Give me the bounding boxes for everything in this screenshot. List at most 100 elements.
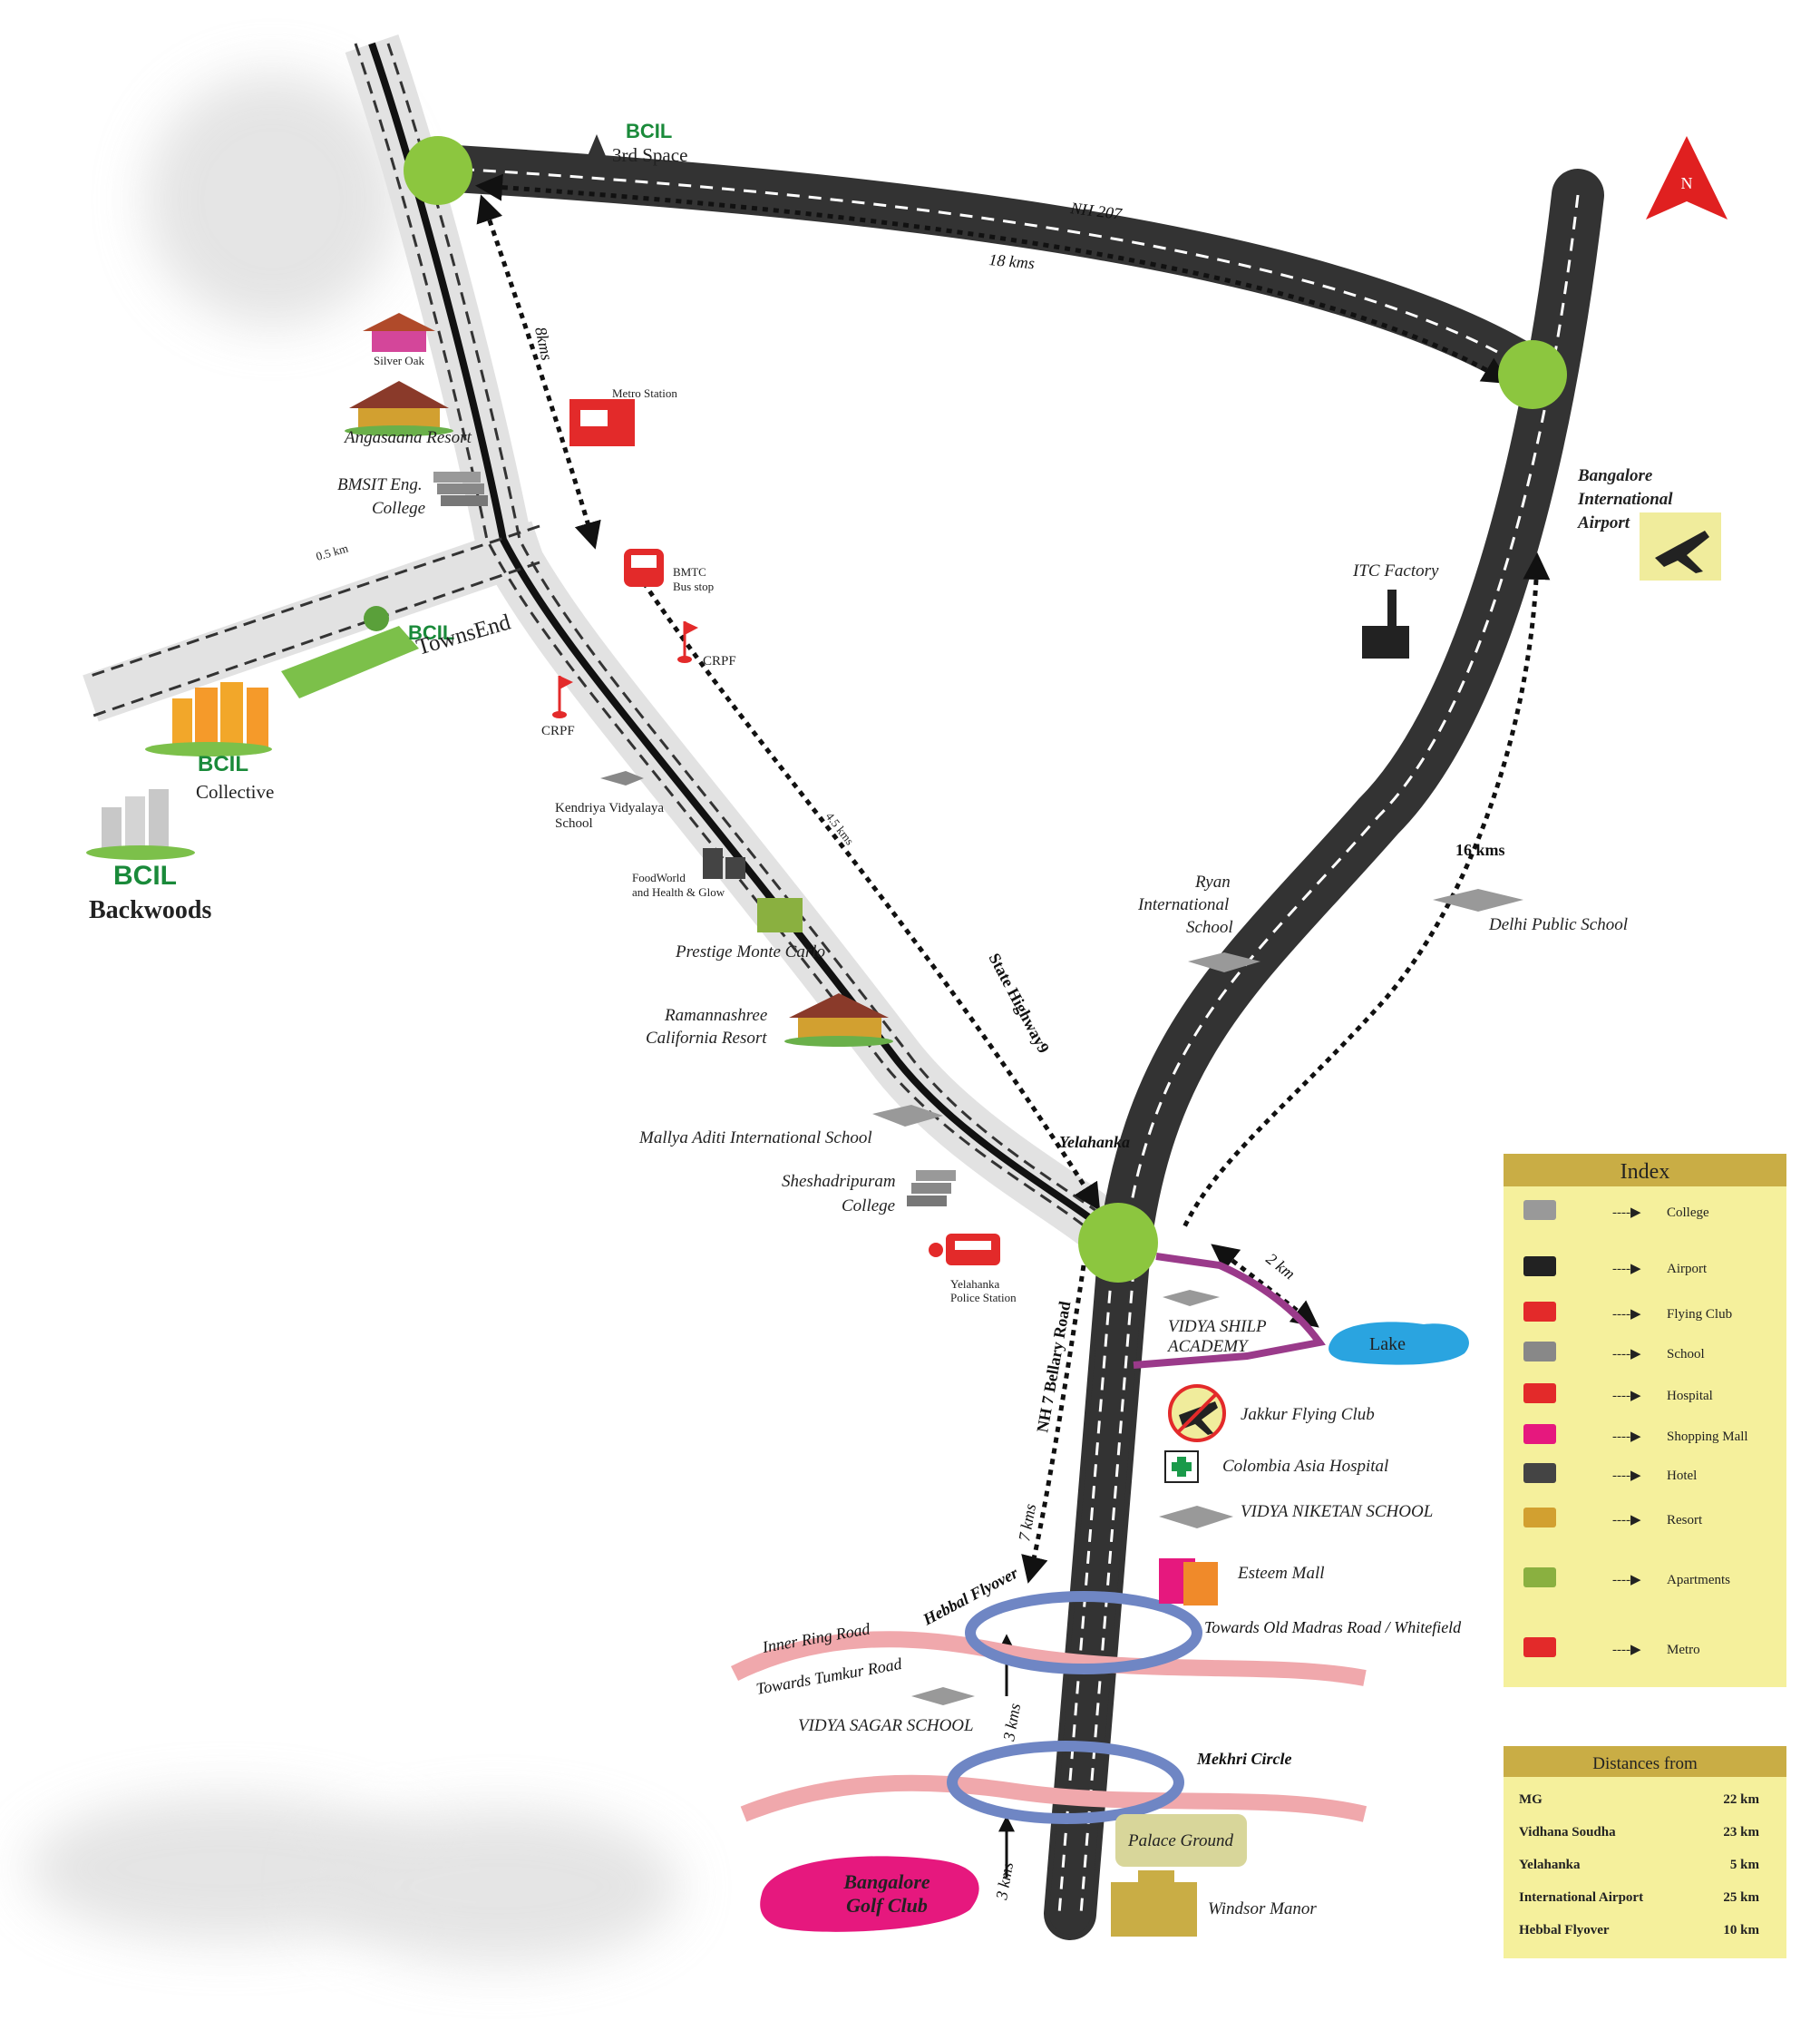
index-item: ----▶ College xyxy=(1523,1200,1709,1220)
bmtc-label-1: BMTC xyxy=(673,565,706,579)
police-station-marker: Yelahanka Police Station xyxy=(929,1234,1017,1304)
airport-icon xyxy=(1523,1256,1556,1276)
silver-oak-label: Silver Oak xyxy=(374,354,424,367)
index-item: ----▶Apartments xyxy=(1523,1567,1730,1587)
shopping-mall-icon xyxy=(1523,1424,1556,1444)
mekhri-golf-distance: 3 kms xyxy=(992,1860,1017,1901)
hotel-icon xyxy=(1111,1882,1197,1937)
index-item-label: Apartments xyxy=(1667,1573,1730,1587)
distance-value: 25 km xyxy=(1723,1890,1759,1905)
junction-north-east xyxy=(1498,340,1567,409)
ryan-label-2: International xyxy=(1137,895,1229,914)
lake-marker: Lake xyxy=(1329,1322,1469,1365)
distance-place: Hebbal Flyover xyxy=(1519,1923,1610,1937)
ryan-marker: Ryan International School xyxy=(1137,873,1260,972)
esteem-mall-label: Esteem Mall xyxy=(1237,1564,1325,1583)
tree-icon xyxy=(585,134,608,161)
index-arrow: ----▶ xyxy=(1612,1347,1641,1361)
junction-north-west xyxy=(404,136,472,205)
index-item: ----▶Flying Club xyxy=(1523,1302,1732,1322)
vidya-shilp-marker: VIDYA SHILP ACADEMY xyxy=(1163,1290,1267,1356)
index-arrow: ----▶ xyxy=(1612,1205,1641,1220)
dps-label: Delhi Public School xyxy=(1488,915,1628,934)
school-icon xyxy=(1159,1506,1233,1528)
factory-icon xyxy=(1362,626,1409,659)
index-title: Index xyxy=(1620,1160,1670,1184)
bellary-distance: 7 kms xyxy=(1015,1502,1039,1542)
townsend-label: TownsEnd xyxy=(414,610,513,659)
index-item: ----▶Hospital xyxy=(1523,1383,1713,1403)
school-icon xyxy=(1188,952,1260,972)
index-item-label: Hotel xyxy=(1667,1469,1697,1483)
distance-value: 23 km xyxy=(1723,1825,1759,1840)
index-panel: Index ----▶ College ----▶ Airport ----▶Flyin… xyxy=(1504,1154,1786,1687)
airport-label-1: Bangalore xyxy=(1577,466,1653,485)
index-item: ----▶Metro xyxy=(1523,1637,1700,1657)
kendriya-vidyalaya-marker: Kendriya Vidyalaya School xyxy=(555,771,664,831)
ramannashree-label-2: California Resort xyxy=(646,1029,767,1048)
index-item: ----▶ Airport xyxy=(1523,1256,1708,1276)
background-smudges xyxy=(27,73,680,1964)
collective-bcil-logo: BCIL xyxy=(198,752,248,776)
index-arrow: ----▶ xyxy=(1612,1513,1641,1527)
bmtc-label-2: Bus stop xyxy=(673,580,714,593)
third-space-marker: BCIL 3rd Space xyxy=(585,120,687,166)
index-arrow: ----▶ xyxy=(1612,1262,1641,1276)
jakkur-marker: Jakkur Flying Club xyxy=(1168,1384,1375,1442)
school-icon xyxy=(872,1105,943,1127)
index-item-label: Airport xyxy=(1667,1262,1708,1276)
index-item: ----▶ Hotel xyxy=(1523,1463,1697,1483)
junction-yelahanka xyxy=(1078,1203,1158,1283)
school-icon xyxy=(600,771,644,786)
itc-label: ITC Factory xyxy=(1352,561,1439,581)
flag-icon xyxy=(685,621,698,635)
vidya-shilp-loop xyxy=(1133,1253,1326,1369)
distance-place: International Airport xyxy=(1519,1890,1643,1905)
index-arrow: ----▶ xyxy=(1612,1469,1641,1483)
sheshadripuram-marker: Sheshadripuram College xyxy=(782,1170,956,1215)
resort-icon xyxy=(1523,1508,1556,1527)
distance-row: International Airport 25 km xyxy=(1519,1890,1759,1905)
index-arrow: ----▶ xyxy=(1612,1643,1641,1657)
airport-label-2: International xyxy=(1577,490,1673,509)
index-item: ----▶Shopping Mall xyxy=(1523,1424,1748,1444)
vidya-shilp-label-1: VIDYA SHILP xyxy=(1168,1317,1267,1336)
light-roads xyxy=(83,34,1146,1267)
collective-marker: BCIL Collective xyxy=(145,682,274,803)
vidya-shilp-label-2: ACADEMY xyxy=(1166,1337,1250,1356)
bmsit-label-1: BMSIT Eng. xyxy=(337,475,423,494)
kv-label-2: School xyxy=(555,816,593,831)
vidya-niketan-marker: VIDYA NIKETAN SCHOOL xyxy=(1159,1502,1433,1528)
school-icon xyxy=(1433,889,1523,912)
golf-club-label-1: Bangalore xyxy=(842,1870,930,1893)
prestige-label: Prestige Monte Carlo xyxy=(675,942,825,961)
vidya-niketan-label: VIDYA NIKETAN SCHOOL xyxy=(1241,1502,1433,1521)
index-items: ----▶ College ----▶ Airport ----▶Flying Club… xyxy=(1523,1200,1748,1657)
mekhri-circle-label: Mekhri Circle xyxy=(1196,1750,1292,1768)
index-item-label: Resort xyxy=(1667,1513,1703,1527)
index-arrow: ----▶ xyxy=(1612,1430,1641,1444)
airport-marker: Bangalore International Airport xyxy=(1577,466,1721,581)
windsor-manor-label: Windsor Manor xyxy=(1208,1899,1317,1918)
apartments-icon xyxy=(102,807,122,853)
compass-north-icon: N xyxy=(1646,136,1728,220)
dps-marker: Delhi Public School xyxy=(1433,889,1628,934)
palace-ground-label: Palace Ground xyxy=(1127,1831,1233,1850)
angasaana-label: Angasaana Resort xyxy=(343,428,472,447)
distance-arrows xyxy=(475,173,1551,1584)
collective-label: Collective xyxy=(196,781,274,803)
index-item-label: College xyxy=(1667,1205,1709,1220)
foodworld-label-1: FoodWorld xyxy=(632,871,686,884)
windsor-manor-marker: Windsor Manor xyxy=(1111,1870,1317,1937)
colombia-asia-marker: Colombia Asia Hospital xyxy=(1164,1450,1388,1483)
metro-station-label: Metro Station xyxy=(612,386,677,400)
apartments-icon xyxy=(1523,1567,1556,1587)
foodworld-label-2: and Health & Glow xyxy=(632,885,725,899)
airport-label-3: Airport xyxy=(1577,513,1630,532)
hospital-icon xyxy=(1523,1383,1556,1403)
index-arrow: ----▶ xyxy=(1612,1389,1641,1403)
bcil-logo: BCIL xyxy=(626,120,672,142)
hebbal-mekhri-distance: 3 kms xyxy=(999,1702,1024,1742)
palace-ground-marker: Palace Ground xyxy=(1115,1814,1247,1867)
